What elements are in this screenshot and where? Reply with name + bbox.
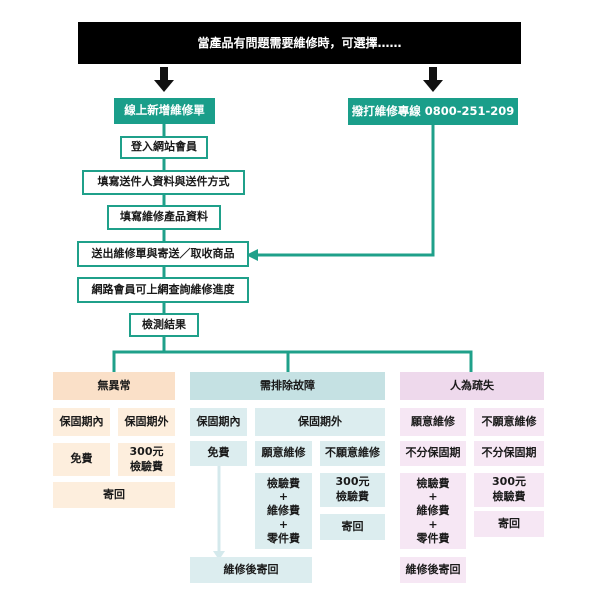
teal-connectors bbox=[112, 124, 473, 372]
header-banner: 當產品有問題需要維修時，可選擇…… bbox=[78, 22, 521, 64]
step-track-progress: 網路會員可上網查詢維修進度 bbox=[77, 277, 249, 303]
no-fault-out-warranty: 保固期外 bbox=[118, 408, 175, 436]
left-arrow-head bbox=[154, 80, 174, 92]
down-arrows bbox=[154, 67, 443, 92]
step-submit-ship: 送出維修單與寄送／取收商品 bbox=[77, 241, 249, 267]
human-inspection-fee: 300元 檢驗費 bbox=[474, 473, 544, 507]
no-fault-free: 免費 bbox=[53, 443, 110, 476]
header-title: 當產品有問題需要維修時，可選擇…… bbox=[197, 35, 402, 50]
right-arrow-shaft bbox=[429, 67, 437, 81]
phone-hotline-button[interactable]: 撥打維修專線 0800-251-209 bbox=[348, 98, 518, 125]
human-any-warranty-left: 不分保固期 bbox=[400, 441, 466, 466]
fault-unwilling: 不願意維修 bbox=[320, 441, 385, 466]
step-test-result: 檢測結果 bbox=[129, 313, 199, 337]
online-repair-button[interactable]: 線上新增維修單 bbox=[114, 98, 215, 124]
fault-free: 免費 bbox=[190, 441, 247, 466]
human-willing: 願意維修 bbox=[400, 408, 466, 436]
phone-hotline-label: 撥打維修專線 0800-251-209 bbox=[351, 103, 515, 118]
fault-repair-cost: 檢驗費 + 維修費 + 零件費 bbox=[255, 473, 312, 549]
fault-in-warranty: 保固期內 bbox=[190, 408, 247, 436]
fault-return: 寄回 bbox=[320, 514, 385, 540]
free-to-return-arrow bbox=[213, 466, 225, 560]
left-arrow-shaft bbox=[160, 67, 168, 81]
no-fault-header: 無異常 bbox=[53, 372, 175, 400]
human-unwilling: 不願意維修 bbox=[474, 408, 544, 436]
fault-out-warranty: 保固期外 bbox=[255, 408, 385, 436]
no-fault-return: 寄回 bbox=[53, 482, 175, 508]
step-sender-info: 填寫送件人資料與送件方式 bbox=[82, 170, 245, 195]
human-error-header: 人為疏失 bbox=[400, 372, 544, 400]
right-arrow-head bbox=[423, 80, 443, 92]
fault-repair-return: 維修後寄回 bbox=[190, 557, 312, 583]
no-fault-in-warranty: 保固期內 bbox=[53, 408, 110, 436]
fault-willing: 願意維修 bbox=[255, 441, 312, 466]
step-login: 登入網站會員 bbox=[120, 136, 208, 159]
fault-header: 需排除故障 bbox=[190, 372, 385, 400]
merge-arrow-head bbox=[246, 249, 258, 261]
human-repair-cost: 檢驗費 + 維修費 + 零件費 bbox=[400, 473, 466, 549]
human-any-warranty-right: 不分保固期 bbox=[474, 441, 544, 466]
human-return: 寄回 bbox=[474, 511, 544, 537]
fault-inspection-fee: 300元 檢驗費 bbox=[320, 473, 385, 507]
human-repair-return: 維修後寄回 bbox=[400, 557, 466, 583]
online-repair-label: 線上新增維修單 bbox=[124, 103, 205, 118]
step-product-info: 填寫維修產品資料 bbox=[107, 205, 221, 230]
no-fault-fee: 300元 檢驗費 bbox=[118, 443, 175, 476]
